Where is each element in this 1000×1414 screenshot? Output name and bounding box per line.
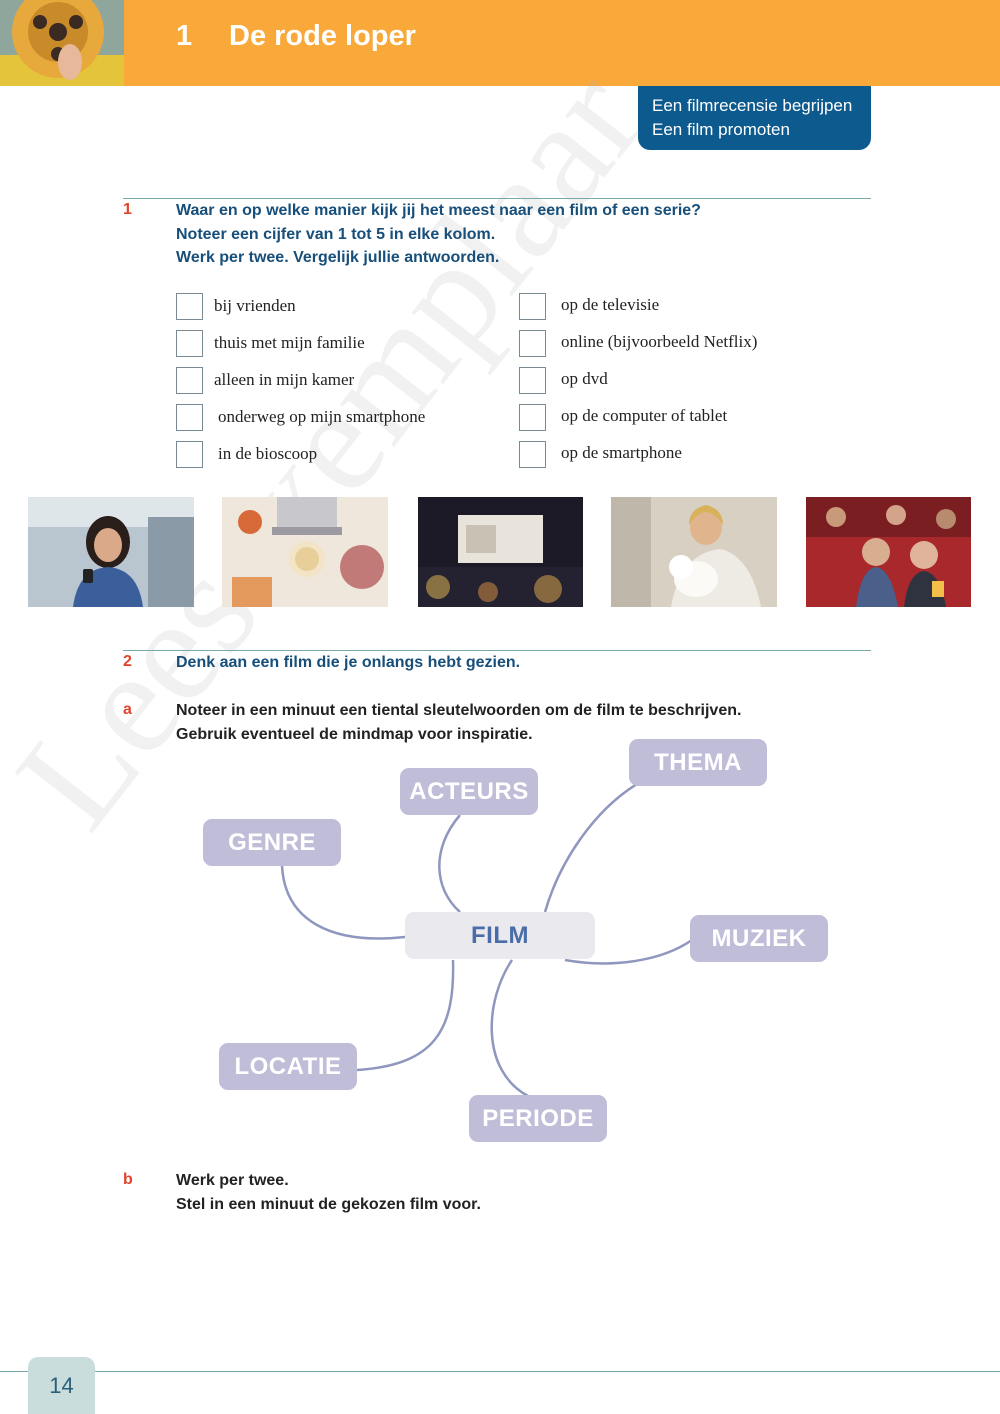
- instruction-line: Gebruik eventueel de mindmap voor inspir…: [176, 725, 533, 743]
- photo-outdoor-cinema: [418, 497, 583, 607]
- learning-goal: Een filmrecensie begrijpen: [652, 96, 853, 115]
- instruction-line: Noteer een cijfer van 1 tot 5 in elke ko…: [176, 225, 496, 243]
- section-divider: [123, 198, 871, 199]
- option-label: op dvd: [561, 369, 608, 388]
- exercise-2a-letter: a: [123, 701, 132, 718]
- instruction-line: Noteer in een minuut een tiental sleutel…: [176, 702, 742, 719]
- photo-cinema-audience: [806, 497, 971, 607]
- exercise-2-intro: Denk aan een film die je onlangs hebt ge…: [176, 654, 521, 671]
- answer-box-smartphone[interactable]: [519, 441, 546, 468]
- learning-goal: Een film promoten: [652, 120, 790, 139]
- footer-divider: [0, 1371, 1000, 1372]
- mindmap-node-genre: GENRE: [203, 819, 341, 866]
- option-label: alleen in mijn kamer: [214, 370, 355, 389]
- page-number: 14: [28, 1357, 95, 1414]
- chapter-title: De rode loper: [229, 20, 416, 52]
- option-label: op de televisie: [561, 295, 660, 314]
- instruction-line: Stel in een minuut de gekozen film voor.: [176, 1195, 481, 1213]
- answer-box-televisie[interactable]: [519, 293, 546, 320]
- answer-box-onderweg-smartphone[interactable]: [176, 404, 203, 431]
- exercise-2b-letter: b: [123, 1171, 133, 1188]
- option-label: thuis met mijn familie: [214, 333, 365, 352]
- answer-box-computer-tablet[interactable]: [519, 404, 546, 431]
- mindmap-node-thema: THEMA: [629, 739, 767, 786]
- instruction-line: Werk per twee. Vergelijk jullie antwoord…: [176, 249, 500, 266]
- option-label: op de smartphone: [561, 443, 682, 462]
- mindmap-node-locatie: LOCATIE: [219, 1043, 357, 1090]
- exercise-2b-instructions: Werk per twee. Stel in een minuut de gek…: [176, 1169, 481, 1216]
- instruction-line: Werk per twee.: [176, 1172, 289, 1189]
- answer-box-bij-vrienden[interactable]: [176, 293, 203, 320]
- mindmap-node-periode: PERIODE: [469, 1095, 607, 1142]
- option-label: in de bioscoop: [218, 444, 318, 463]
- exercise-2-number: 2: [123, 653, 132, 670]
- section-divider: [123, 650, 871, 651]
- mindmap-center-film: FILM: [405, 912, 595, 959]
- photo-girl-on-train: [28, 497, 194, 607]
- exercise-1-number: 1: [123, 201, 132, 218]
- mindmap-node-acteurs: ACTEURS: [400, 768, 538, 815]
- answer-box-thuis-familie[interactable]: [176, 330, 203, 357]
- exercise-2a-instructions: Noteer in een minuut een tiental sleutel…: [176, 699, 741, 746]
- option-label: op de computer of tablet: [561, 406, 728, 425]
- option-label: onderweg op mijn smartphone: [218, 407, 426, 426]
- answer-box-bioscoop[interactable]: [176, 441, 203, 468]
- learning-goals-box: Een filmrecensie begrijpen Een film prom…: [638, 86, 871, 150]
- option-label: online (bijvoorbeeld Netflix): [561, 332, 758, 351]
- answer-box-alleen-kamer[interactable]: [176, 367, 203, 394]
- exercise-1-instructions: Waar en op welke manier kijk jij het mee…: [176, 199, 701, 270]
- answer-box-online[interactable]: [519, 330, 546, 357]
- mindmap-node-muziek: MUZIEK: [690, 915, 828, 962]
- photo-woman-with-dog: [611, 497, 777, 607]
- instruction-line: Waar en op welke manier kijk jij het mee…: [176, 202, 701, 219]
- header-photo-film-reel: [0, 0, 124, 86]
- photo-laptop-popcorn: [222, 497, 388, 607]
- chapter-number: 1: [176, 20, 193, 52]
- chapter-header-bar: [0, 0, 1000, 86]
- option-label: bij vrienden: [214, 296, 296, 315]
- answer-box-dvd[interactable]: [519, 367, 546, 394]
